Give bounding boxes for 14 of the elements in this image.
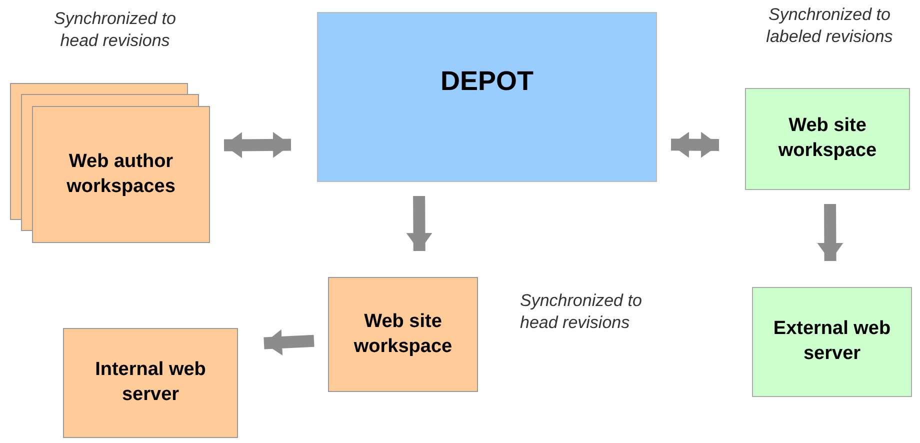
node-label: Internal web server (94, 358, 207, 407)
depot-box (317, 12, 657, 182)
sync-note: Synchronized to head revisions (53, 8, 177, 52)
server-box (745, 88, 910, 190)
sync-note: Synchronized to labeled revisions (765, 4, 894, 48)
sync-note: Synchronized to head revisions (520, 290, 643, 334)
server-box (328, 277, 478, 392)
server-box (752, 287, 912, 397)
node-label: Web site workspace (352, 310, 454, 358)
node-label: External web server (773, 317, 891, 366)
node-label: Web site workspace (777, 114, 878, 163)
server-box (63, 328, 238, 438)
node-title: DEPOT (440, 65, 534, 98)
node-label: Web author workspaces (66, 150, 176, 198)
